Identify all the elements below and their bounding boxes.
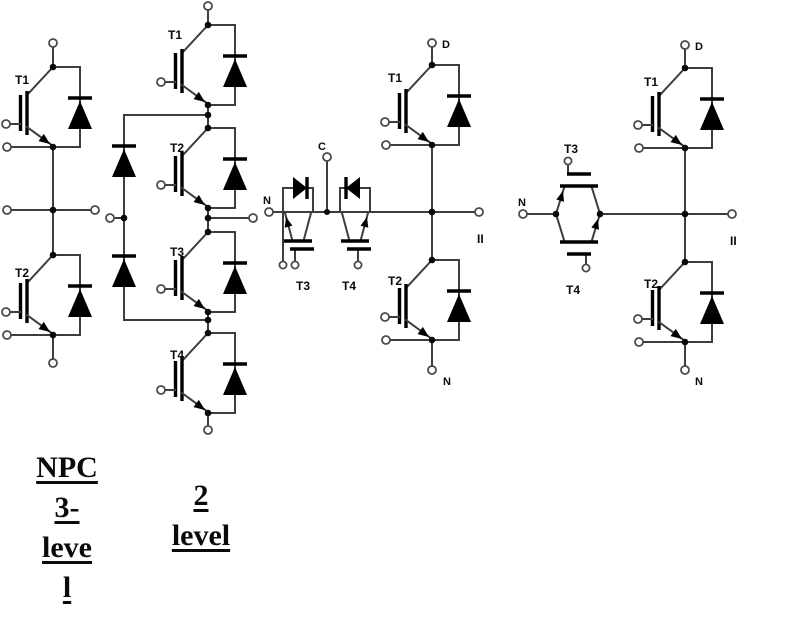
wiring — [526, 164, 686, 265]
igbt-t4-rotated — [341, 217, 371, 251]
n-label: N — [695, 376, 703, 388]
igbt-cell-t3 — [155, 230, 249, 314]
t3-label: T3 — [564, 142, 578, 156]
igbt-t3-rotated — [556, 172, 598, 202]
caption-line: NPC — [36, 451, 98, 484]
t1-label: T1 — [644, 75, 658, 89]
emitter-arrow — [556, 191, 564, 202]
module-ttype-halfbridge-2: D T1 II T2 N — [632, 40, 737, 388]
t1-label: T1 — [168, 28, 182, 42]
junction-dots — [49, 63, 57, 339]
wiring — [272, 159, 433, 262]
caption-line: 3- — [54, 491, 80, 524]
module-ttype-halfbridge-1: D T1 II T2 N — [379, 38, 484, 388]
t1-label: T1 — [388, 71, 402, 85]
caption-line: level — [171, 519, 231, 552]
terminals — [381, 38, 484, 375]
junction-dots — [120, 21, 212, 417]
module-npc-leg: T1 T2 T3 T4 — [105, 1, 258, 435]
caption-line: l — [62, 571, 72, 604]
module-halfbridge-left: T1 T2 — [0, 38, 100, 368]
terminals — [2, 38, 100, 368]
t3-label: T3 — [296, 279, 310, 293]
t2-label: T2 — [15, 266, 29, 280]
d-label: D — [695, 41, 703, 53]
wiring — [385, 42, 480, 371]
t4-label: T4 — [342, 279, 356, 293]
caption-2-level: 2 level — [146, 476, 256, 556]
t3-label: T3 — [170, 245, 184, 259]
t2-label: T2 — [644, 277, 658, 291]
emitter-arrow — [284, 217, 293, 228]
wiring — [6, 42, 96, 364]
t2-label: T2 — [170, 141, 184, 155]
igbt-cell-t2 — [155, 126, 249, 210]
antiparallel-diode-t3 — [293, 177, 309, 199]
igbt-t4-rotated — [560, 219, 599, 256]
junction-dots — [428, 61, 436, 344]
igbt-cell-t2 — [632, 260, 726, 344]
d-label: D — [442, 39, 450, 51]
clamp-diode-upper — [112, 144, 136, 177]
caption-npc-3-level: NPC 3- leve l — [12, 448, 122, 608]
module-bidirectional-switch: C N T3 T4 — [263, 141, 433, 293]
antiparallel-diode-t4 — [344, 177, 360, 199]
terminals — [264, 152, 363, 270]
n-label: N — [518, 197, 526, 209]
t4-label: T4 — [566, 283, 580, 297]
igbt-cell-t2 — [379, 258, 473, 342]
igbt-cell-t4 — [155, 331, 249, 415]
t2-label: T2 — [388, 274, 402, 288]
c-label: C — [318, 141, 326, 153]
out-label: II — [477, 232, 484, 246]
module-ttype-switch: T3 N T4 — [518, 142, 686, 297]
caption-line: 2 — [193, 479, 209, 512]
t1-label: T1 — [15, 73, 29, 87]
emitter-arrow — [591, 219, 599, 230]
t4-label: T4 — [170, 348, 184, 362]
terminals — [105, 1, 258, 435]
wiring — [638, 44, 733, 371]
emitter-arrow — [360, 217, 369, 228]
junction-dots — [681, 64, 689, 346]
junction-dots — [552, 210, 604, 218]
caption-line: leve — [42, 531, 92, 564]
n-label: N — [443, 376, 451, 388]
n-label: N — [263, 195, 271, 207]
out-label: II — [730, 234, 737, 248]
igbt-t3-rotated — [284, 217, 314, 251]
clamp-diode-lower — [112, 254, 136, 287]
terminals — [518, 156, 591, 273]
terminals — [634, 40, 737, 375]
